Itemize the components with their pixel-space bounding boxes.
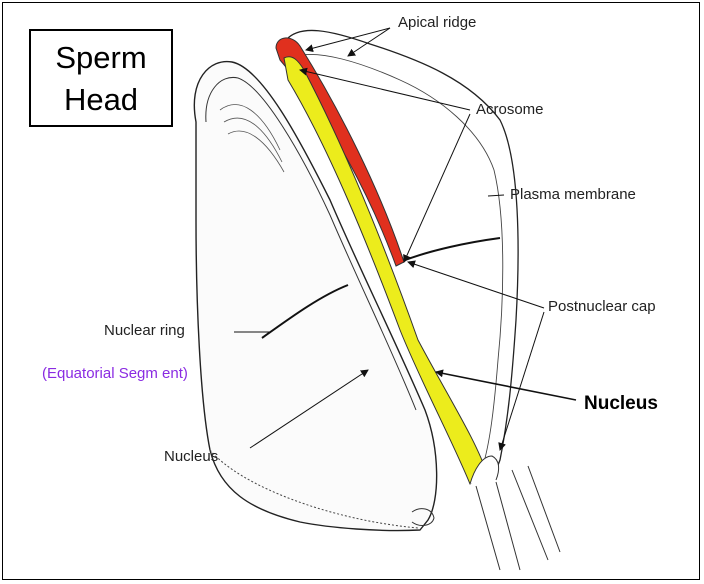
nucleus-left-label: Nucleus bbox=[164, 448, 218, 465]
nuclear-ring-label: Nuclear ring bbox=[104, 322, 185, 339]
postnuclear-cap-label: Postnuclear cap bbox=[548, 298, 656, 315]
nucleus-bold-label: Nucleus bbox=[584, 393, 658, 415]
plasma-membrane-leader bbox=[488, 195, 504, 196]
apical-ridge-leader-2 bbox=[348, 28, 390, 56]
equatorial-segment-label: (Equatorial Segm ent) bbox=[42, 365, 188, 382]
postnuclear-cap-line bbox=[400, 238, 500, 262]
postnuclear-cap-leader-2 bbox=[500, 312, 544, 450]
acrosome-leader-2 bbox=[404, 114, 470, 262]
tail-midpiece bbox=[476, 466, 560, 570]
plasma-membrane-label: Plasma membrane bbox=[510, 186, 636, 203]
postnuclear-cap-leader-1 bbox=[408, 262, 544, 308]
acrosome-label: Acrosome bbox=[476, 101, 544, 118]
apical-ridge-label: Apical ridge bbox=[398, 14, 476, 31]
nucleus-bold-leader bbox=[436, 372, 576, 400]
